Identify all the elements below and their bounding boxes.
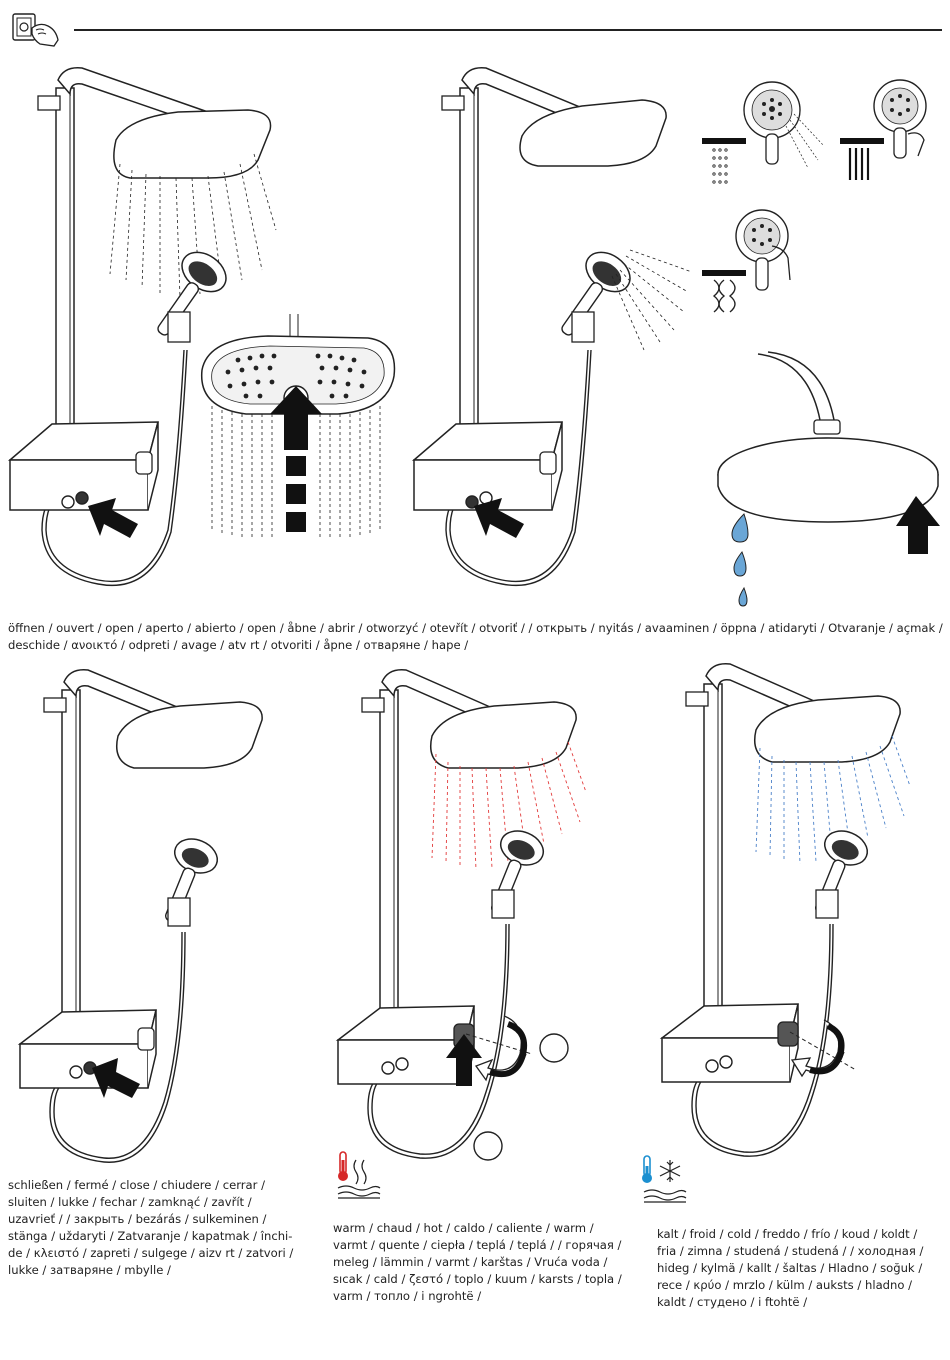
figure-overhead-detail [198,310,408,550]
figure-open-overhead [7,60,408,610]
massage-spray-mode-icon [700,208,820,318]
caption-warm: warm / chaud / hot / caldo / caliente / … [333,1221,622,1303]
figure-close [14,662,310,1172]
figure-cold [659,656,948,1172]
hand-turning-dial-icon [10,10,62,50]
caption-cold: kalt / froid / cold / freddo / frío / ko… [657,1227,924,1309]
mono-spray-mode-icon [838,79,948,190]
rain-spray-mode-icon [700,80,830,190]
cold-water-snowflake-icon [640,1154,690,1204]
figure-warm [335,662,636,1172]
hot-water-thermometer-icon [334,1150,384,1200]
caption-open: öffnen / ouvert / open / aperto / abiert… [8,621,943,652]
figure-open-hand-shower [411,60,702,610]
caption-close: schließen / fermé / close / chiudere / c… [8,1178,294,1277]
figure-overhead-drip [717,350,946,612]
header-rule [74,29,942,31]
